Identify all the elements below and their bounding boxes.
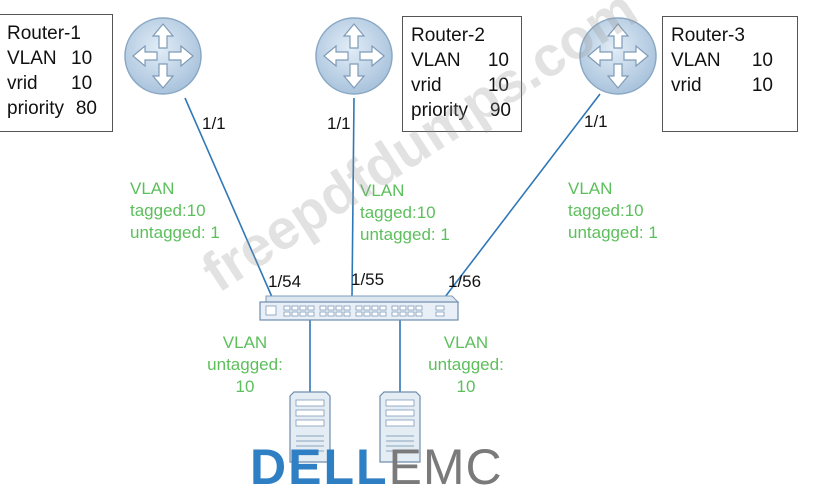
router-3-vlan-value: 10 xyxy=(751,50,773,71)
link-router2-switch xyxy=(351,97,355,298)
uplink-2-vlan-label: VLAN tagged:10 untagged: 1 xyxy=(360,180,450,246)
router-2-priority-key: priority xyxy=(411,100,469,121)
switch-port-1-55: 1/55 xyxy=(351,270,385,289)
router-3-port-label: 1/1 xyxy=(584,112,608,131)
router-3-vrid-value: 10 xyxy=(751,75,773,96)
router-3-info-box: Router-3 VLAN 10 vrid 10 xyxy=(662,16,798,132)
router-2-vlan-key: VLAN xyxy=(411,50,461,71)
router-1-vlan-value: 10 xyxy=(71,48,93,69)
router-2-name: Router-2 xyxy=(411,25,485,46)
router-2-vlan-value: 10 xyxy=(487,50,509,71)
router-3-name: Router-3 xyxy=(671,25,745,46)
router-2-priority-value: 90 xyxy=(489,100,511,121)
router-2-info-box: Router-2 VLAN 10 vrid 10 priority 90 xyxy=(402,16,522,132)
logo-suffix: EMC xyxy=(388,439,503,495)
uplink-2-vlan-line3: untagged: 1 xyxy=(360,225,450,244)
downlink-1-vlan-line3: 10 xyxy=(235,377,255,396)
uplink-3-vlan-label: VLAN tagged:10 untagged: 1 xyxy=(568,178,658,244)
router-1-priority-value: 80 xyxy=(75,98,97,119)
router-3-vlan-key: VLAN xyxy=(671,50,721,71)
uplink-3-vlan-line2: tagged:10 xyxy=(568,201,644,220)
downlink-2-vlan-line1: VLAN xyxy=(443,333,489,352)
switch-port-1-54: 1/54 xyxy=(268,272,302,291)
uplink-1-vlan-label: VLAN tagged:10 untagged: 1 xyxy=(130,178,220,244)
router-2-icon xyxy=(315,17,393,95)
downlink-1-vlan-line1: VLAN xyxy=(222,333,268,352)
downlink-2-vlan-line2: untagged: xyxy=(428,355,504,374)
router-2-vrid-key: vrid xyxy=(411,75,442,96)
uplink-2-vlan-line2: tagged:10 xyxy=(360,203,436,222)
uplink-3-vlan-line1: VLAN xyxy=(568,179,613,198)
router-2-port-label: 1/1 xyxy=(327,114,351,133)
server-1-icon xyxy=(289,391,331,463)
server-2-icon xyxy=(379,391,421,463)
router-1-vrid-key: vrid xyxy=(7,73,38,94)
router-3-icon xyxy=(579,17,657,95)
uplink-3-vlan-line3: untagged: 1 xyxy=(568,223,658,242)
router-1-info-box: Router-1 VLAN 10 vrid 10 priority 80 xyxy=(0,14,113,132)
router-1-name: Router-1 xyxy=(7,23,81,44)
downlink-2-vlan-line3: 10 xyxy=(456,377,476,396)
switch-port-1-56: 1/56 xyxy=(448,272,482,291)
uplink-1-vlan-line2: tagged:10 xyxy=(130,201,206,220)
logo-brand: DELL xyxy=(250,439,389,495)
uplink-2-vlan-line1: VLAN xyxy=(360,181,405,200)
router-1-icon xyxy=(124,17,202,95)
router-2-vrid-value: 10 xyxy=(487,75,509,96)
link-router3-switch xyxy=(444,93,601,298)
router-1-vlan-key: VLAN xyxy=(7,48,57,69)
uplink-1-vlan-line3: untagged: 1 xyxy=(130,223,220,242)
dell-emc-logo: DELLEMC xyxy=(250,440,503,494)
router-1-priority-key: priority xyxy=(7,98,65,119)
uplink-1-vlan-line1: VLAN xyxy=(130,179,175,198)
downlink-1-vlan-label: VLAN untagged: 10 xyxy=(200,332,290,398)
link-router1-switch xyxy=(184,97,273,298)
switch-icon xyxy=(259,295,460,321)
router-1-port-label: 1/1 xyxy=(202,114,226,133)
router-1-vrid-value: 10 xyxy=(71,73,93,94)
downlink-1-vlan-line2: untagged: xyxy=(207,355,283,374)
downlink-2-vlan-label: VLAN untagged: 10 xyxy=(420,332,512,398)
router-3-vrid-key: vrid xyxy=(671,75,702,96)
